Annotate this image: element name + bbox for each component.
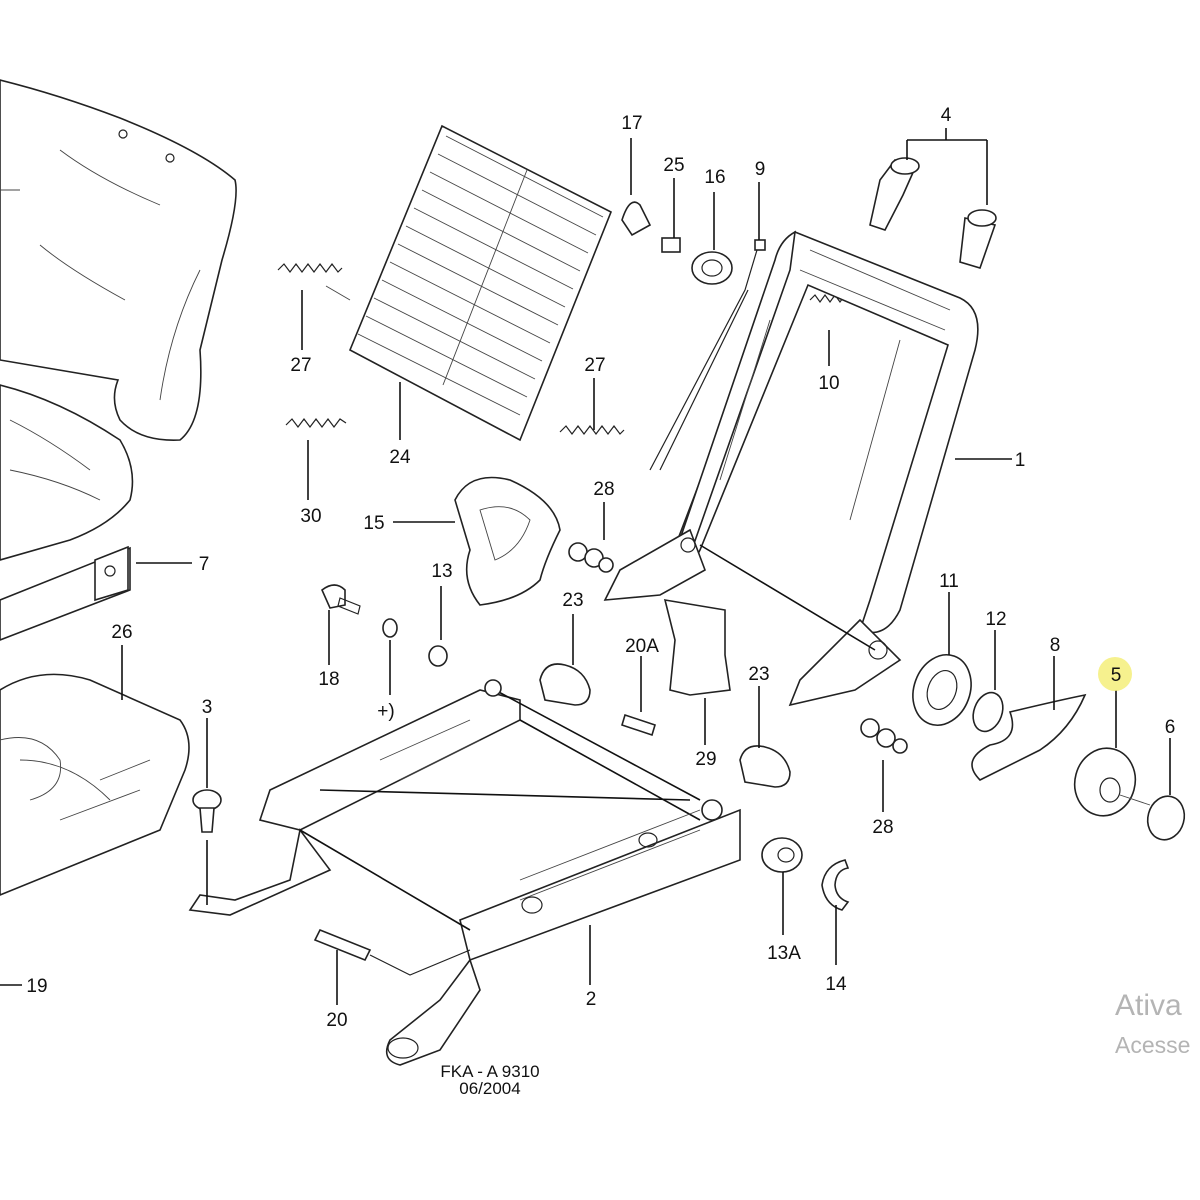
label-9: 9 — [755, 159, 766, 180]
label-plus: +) — [377, 701, 394, 722]
backrest-frame — [603, 230, 979, 707]
small-parts-top — [621, 201, 733, 285]
label-1: 1 — [1015, 450, 1026, 471]
label-12: 12 — [985, 609, 1006, 630]
label-26: 26 — [111, 622, 132, 643]
label-20: 20 — [326, 1010, 347, 1031]
label-5: 5 — [1111, 665, 1122, 686]
part-labels: 4 17 25 16 9 27 27 10 24 1 28 30 15 7 13… — [26, 105, 1175, 1031]
label-29: 29 — [695, 749, 716, 770]
seat-assembly — [0, 79, 237, 896]
label-18: 18 — [318, 669, 339, 690]
label-6: 6 — [1165, 717, 1176, 738]
label-17: 17 — [621, 113, 642, 134]
label-7: 7 — [199, 554, 210, 575]
label-11: 11 — [939, 571, 959, 592]
label-27-left: 27 — [290, 355, 311, 376]
label-8: 8 — [1050, 635, 1061, 656]
drawing-date: 06/2004 — [459, 1079, 520, 1098]
label-28-top: 28 — [593, 479, 614, 500]
leader-lines — [0, 128, 1171, 1005]
label-27-right: 27 — [584, 355, 605, 376]
label-13: 13 — [431, 561, 452, 582]
watermark-line2: Acesse — [1115, 1032, 1190, 1058]
drawing-reference: FKA - A 9310 06/2004 — [440, 1062, 539, 1098]
activation-watermark: Ativa Acesse — [1115, 989, 1190, 1058]
drawing-code: FKA - A 9310 — [440, 1062, 539, 1081]
label-24: 24 — [389, 447, 411, 468]
label-13a: 13A — [767, 943, 801, 964]
label-15: 15 — [363, 513, 384, 534]
label-25: 25 — [663, 155, 684, 176]
label-16: 16 — [704, 167, 725, 188]
fasteners — [192, 584, 850, 911]
label-14: 14 — [825, 974, 847, 995]
label-23-left: 23 — [562, 590, 583, 611]
highlight-marker — [1098, 657, 1132, 691]
label-10: 10 — [818, 373, 839, 394]
clips — [568, 542, 908, 754]
backrest-panel — [348, 124, 613, 442]
seat-base-frame — [188, 679, 741, 1066]
label-3: 3 — [202, 697, 213, 718]
watermark-line1: Ativa — [1115, 989, 1182, 1022]
label-30: 30 — [300, 506, 321, 527]
guide-pins — [869, 157, 997, 269]
label-4: 4 — [941, 105, 952, 126]
label-2: 2 — [586, 989, 597, 1010]
label-20a: 20A — [625, 636, 659, 657]
label-23-right: 23 — [748, 664, 769, 685]
side-cover — [454, 476, 561, 606]
label-28-bottom: 28 — [872, 817, 893, 838]
recliner-parts — [912, 654, 1186, 841]
label-19: 19 — [26, 976, 47, 997]
